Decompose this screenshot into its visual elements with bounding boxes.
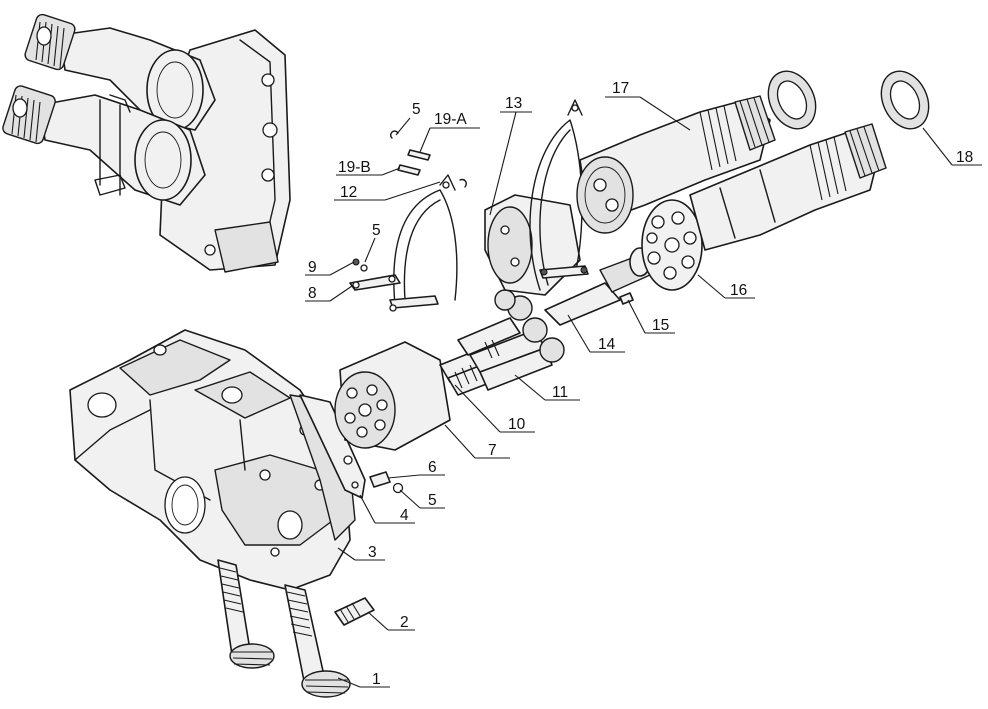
callout-12: 12 [340, 184, 357, 201]
callout-14: 14 [598, 336, 616, 353]
shaft-14 [544, 247, 651, 326]
pistons-10-11 [439, 289, 565, 396]
main-housing [69, 329, 356, 591]
pins-19 [389, 130, 431, 176]
pin-2 [334, 597, 375, 626]
callout-5-upper: 5 [412, 101, 421, 118]
bolt-1 [217, 559, 351, 698]
callout-13: 13 [505, 95, 522, 112]
callout-16: 16 [730, 282, 747, 299]
callout-17: 17 [612, 80, 629, 97]
callout-19-b: 19-B [338, 159, 371, 176]
pin-6 [369, 471, 404, 494]
callout-19-a: 19-A [434, 111, 467, 128]
callout-4: 4 [400, 507, 409, 524]
callout-2: 2 [400, 614, 409, 631]
callout-11: 11 [552, 384, 568, 401]
callout-18: 18 [956, 149, 973, 166]
callout-3: 3 [368, 544, 377, 561]
swash-plate-13 [484, 99, 589, 296]
callout-9: 9 [308, 259, 317, 276]
drive-shaft-17 [576, 95, 887, 251]
callout-6: 6 [428, 459, 437, 476]
callout-5-middle: 5 [372, 222, 381, 239]
leader-lines [305, 96, 982, 688]
callout-7: 7 [488, 442, 497, 459]
rings-18 [767, 70, 930, 130]
callout-1: 1 [372, 671, 381, 688]
callout-5-lower: 5 [428, 492, 437, 509]
callout-labels: 1 2 3 4 5 5 5 6 7 8 9 10 11 12 13 14 15 … [308, 80, 973, 688]
callout-10: 10 [508, 416, 526, 433]
yoke-12 [349, 174, 467, 312]
callout-8: 8 [308, 285, 317, 302]
assembled-pump-inset [2, 13, 291, 273]
barrel-plate-16 [641, 199, 703, 291]
cylinder-block-7 [334, 341, 451, 451]
callout-15: 15 [652, 317, 669, 334]
